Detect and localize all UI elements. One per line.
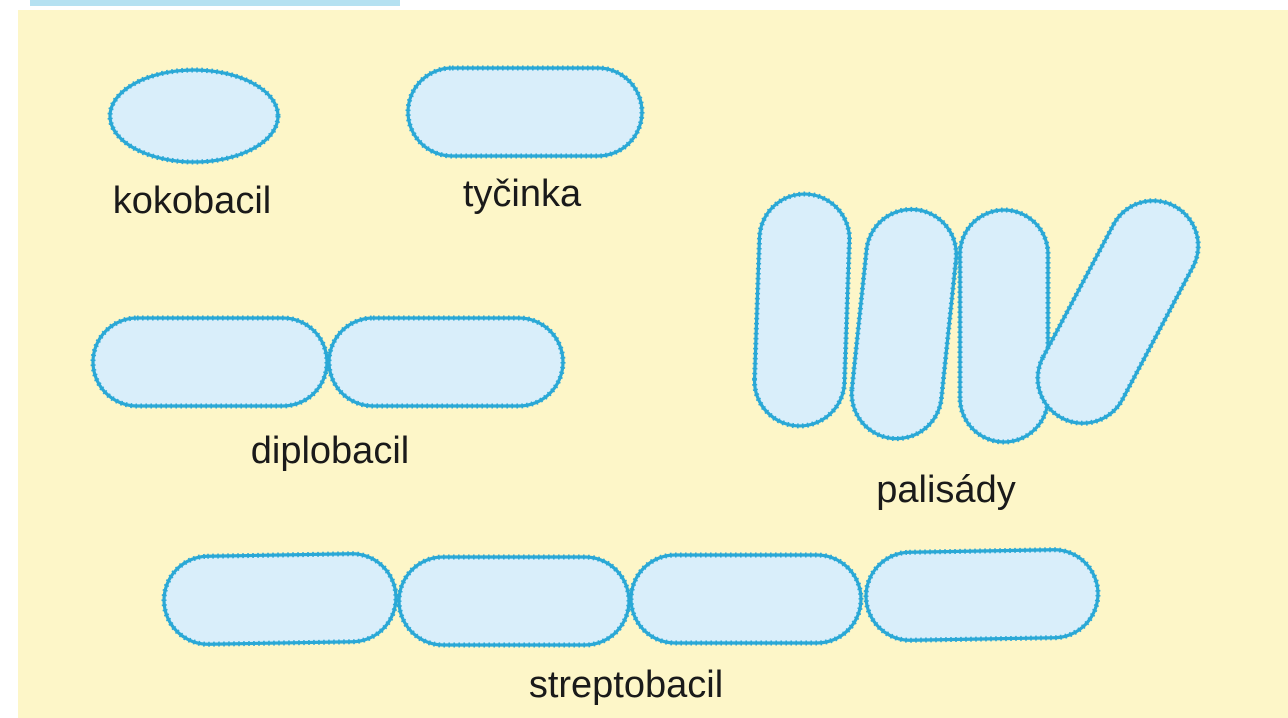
diplobacil-cell-2 xyxy=(329,318,563,406)
kokobacil-cell xyxy=(110,70,278,162)
kokobacil-label: kokobacil xyxy=(113,180,271,222)
diplobacil-cell-1 xyxy=(93,318,327,406)
kokobacil-group: kokobacil xyxy=(110,70,278,222)
cell-body xyxy=(631,555,861,643)
diplobacil-label: diplobacil xyxy=(251,430,409,472)
tycinka-label: tyčinka xyxy=(463,173,582,215)
streptobacil-cell-4 xyxy=(865,549,1099,641)
cell-body xyxy=(93,318,327,406)
streptobacil-cell-1 xyxy=(163,553,397,645)
cell-body xyxy=(399,557,629,645)
header-remnant xyxy=(30,0,400,6)
cell-body xyxy=(408,68,642,156)
cell-body xyxy=(753,193,851,428)
tycinka-cell xyxy=(408,68,642,156)
cell-body xyxy=(960,210,1048,442)
cell-body xyxy=(329,318,563,406)
streptobacil-cell-3 xyxy=(631,555,861,643)
streptobacil-cell-2 xyxy=(399,557,629,645)
streptobacil-label: streptobacil xyxy=(529,664,723,706)
palisady-cell-3 xyxy=(960,210,1048,442)
palisady-cell-1 xyxy=(753,193,851,428)
cell-body xyxy=(163,553,397,645)
cell-body xyxy=(865,549,1099,641)
palisady-label: palisády xyxy=(876,469,1015,511)
